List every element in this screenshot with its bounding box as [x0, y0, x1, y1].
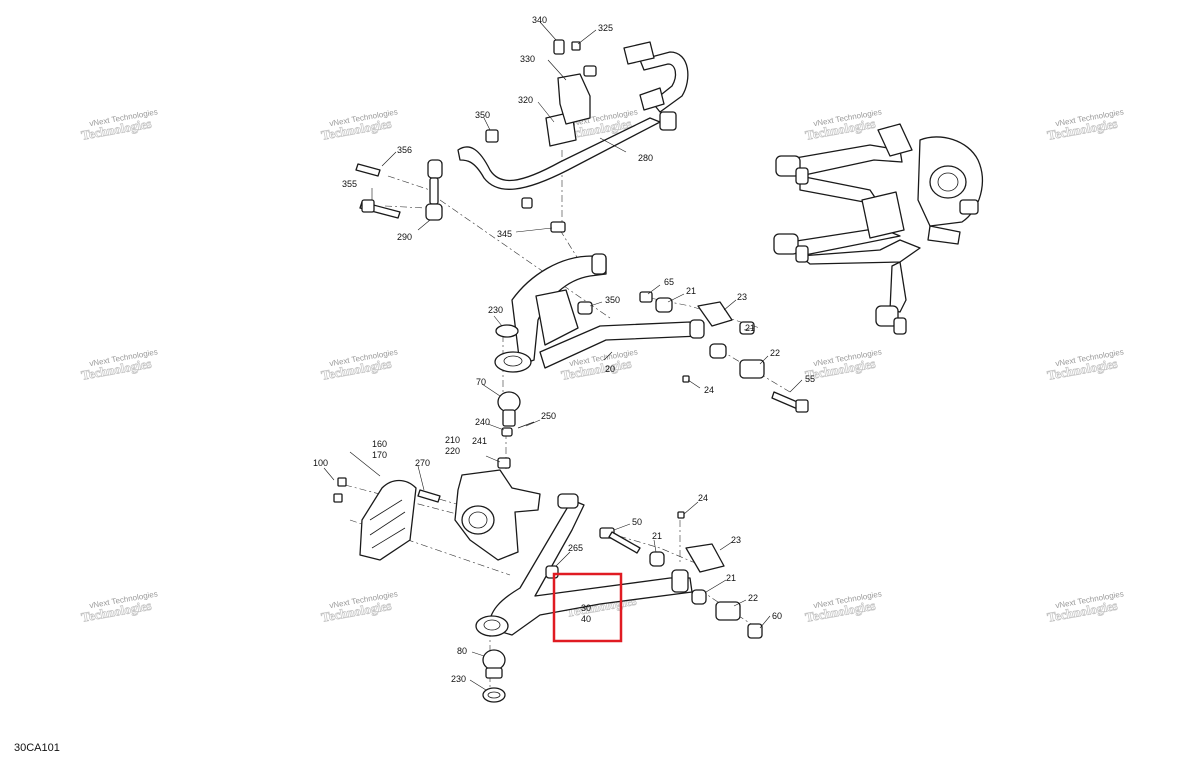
- callout-70: 70: [476, 377, 486, 387]
- callout-325: 325: [598, 23, 613, 33]
- callout-230: 230: [488, 305, 503, 315]
- upper-a-arm: [511, 253, 705, 369]
- callout-241: 241: [472, 436, 487, 446]
- callout-170: 170: [372, 450, 387, 460]
- callout-23: 23: [731, 535, 741, 545]
- assembled-suspension-view: [773, 123, 983, 335]
- diagram-id: 30CA101: [14, 742, 60, 754]
- callout-24: 24: [704, 385, 714, 395]
- callout-22: 22: [770, 348, 780, 358]
- callout-345: 345: [497, 229, 512, 239]
- callout-23: 23: [737, 292, 747, 302]
- callout-65: 65: [664, 277, 674, 287]
- callout-55: 55: [805, 374, 815, 384]
- callout-60: 60: [772, 611, 782, 621]
- callout-40: 40: [581, 614, 591, 624]
- callout-160: 160: [372, 439, 387, 449]
- callout-350: 350: [605, 295, 620, 305]
- callout-340: 340: [532, 15, 547, 25]
- sway-bar-link: [425, 159, 443, 221]
- callout-350: 350: [475, 110, 490, 120]
- callout-265: 265: [568, 543, 583, 553]
- callout-355: 355: [342, 179, 357, 189]
- callout-21: 21: [652, 531, 662, 541]
- callout-250: 250: [541, 411, 556, 421]
- upper-ball-joint-housing: [494, 351, 532, 373]
- callout-270: 270: [415, 458, 430, 468]
- callout-240: 240: [475, 417, 490, 427]
- leader-lines: [323, 21, 803, 691]
- highlight-box: [552, 572, 623, 643]
- callout-21: 21: [686, 286, 696, 296]
- guard-hardware: [333, 477, 441, 503]
- callout-21: 21: [726, 573, 736, 583]
- sway-bar-bolts: [485, 39, 597, 233]
- callout-labels: 340 325 330 320 350 280 356 355 290 345 …: [313, 15, 815, 684]
- upper-arm-hardware: [495, 291, 809, 413]
- steering-knuckle: [454, 457, 541, 561]
- link-bolts: [355, 163, 401, 219]
- callout-50: 50: [632, 517, 642, 527]
- lower-a-arm: [475, 493, 693, 637]
- callout-230: 230: [451, 674, 466, 684]
- callout-290: 290: [397, 232, 412, 242]
- callout-20: 20: [605, 364, 615, 374]
- lower-ball-joint: [482, 649, 506, 703]
- callout-210: 210: [445, 435, 460, 445]
- brake-disc-guard: [359, 479, 417, 561]
- callout-356: 356: [397, 145, 412, 155]
- callout-80: 80: [457, 646, 467, 656]
- callout-320: 320: [518, 95, 533, 105]
- callout-100: 100: [313, 458, 328, 468]
- callout-280: 280: [638, 153, 653, 163]
- callout-24: 24: [698, 493, 708, 503]
- callout-330: 330: [520, 54, 535, 64]
- callout-21: 21: [745, 323, 755, 333]
- upper-ball-joint: [497, 391, 535, 437]
- sway-bar-bushing: [545, 73, 591, 147]
- sway-bar: [457, 41, 689, 190]
- callout-220: 220: [445, 446, 460, 456]
- callout-22: 22: [748, 593, 758, 603]
- callout-30: 30: [581, 603, 591, 613]
